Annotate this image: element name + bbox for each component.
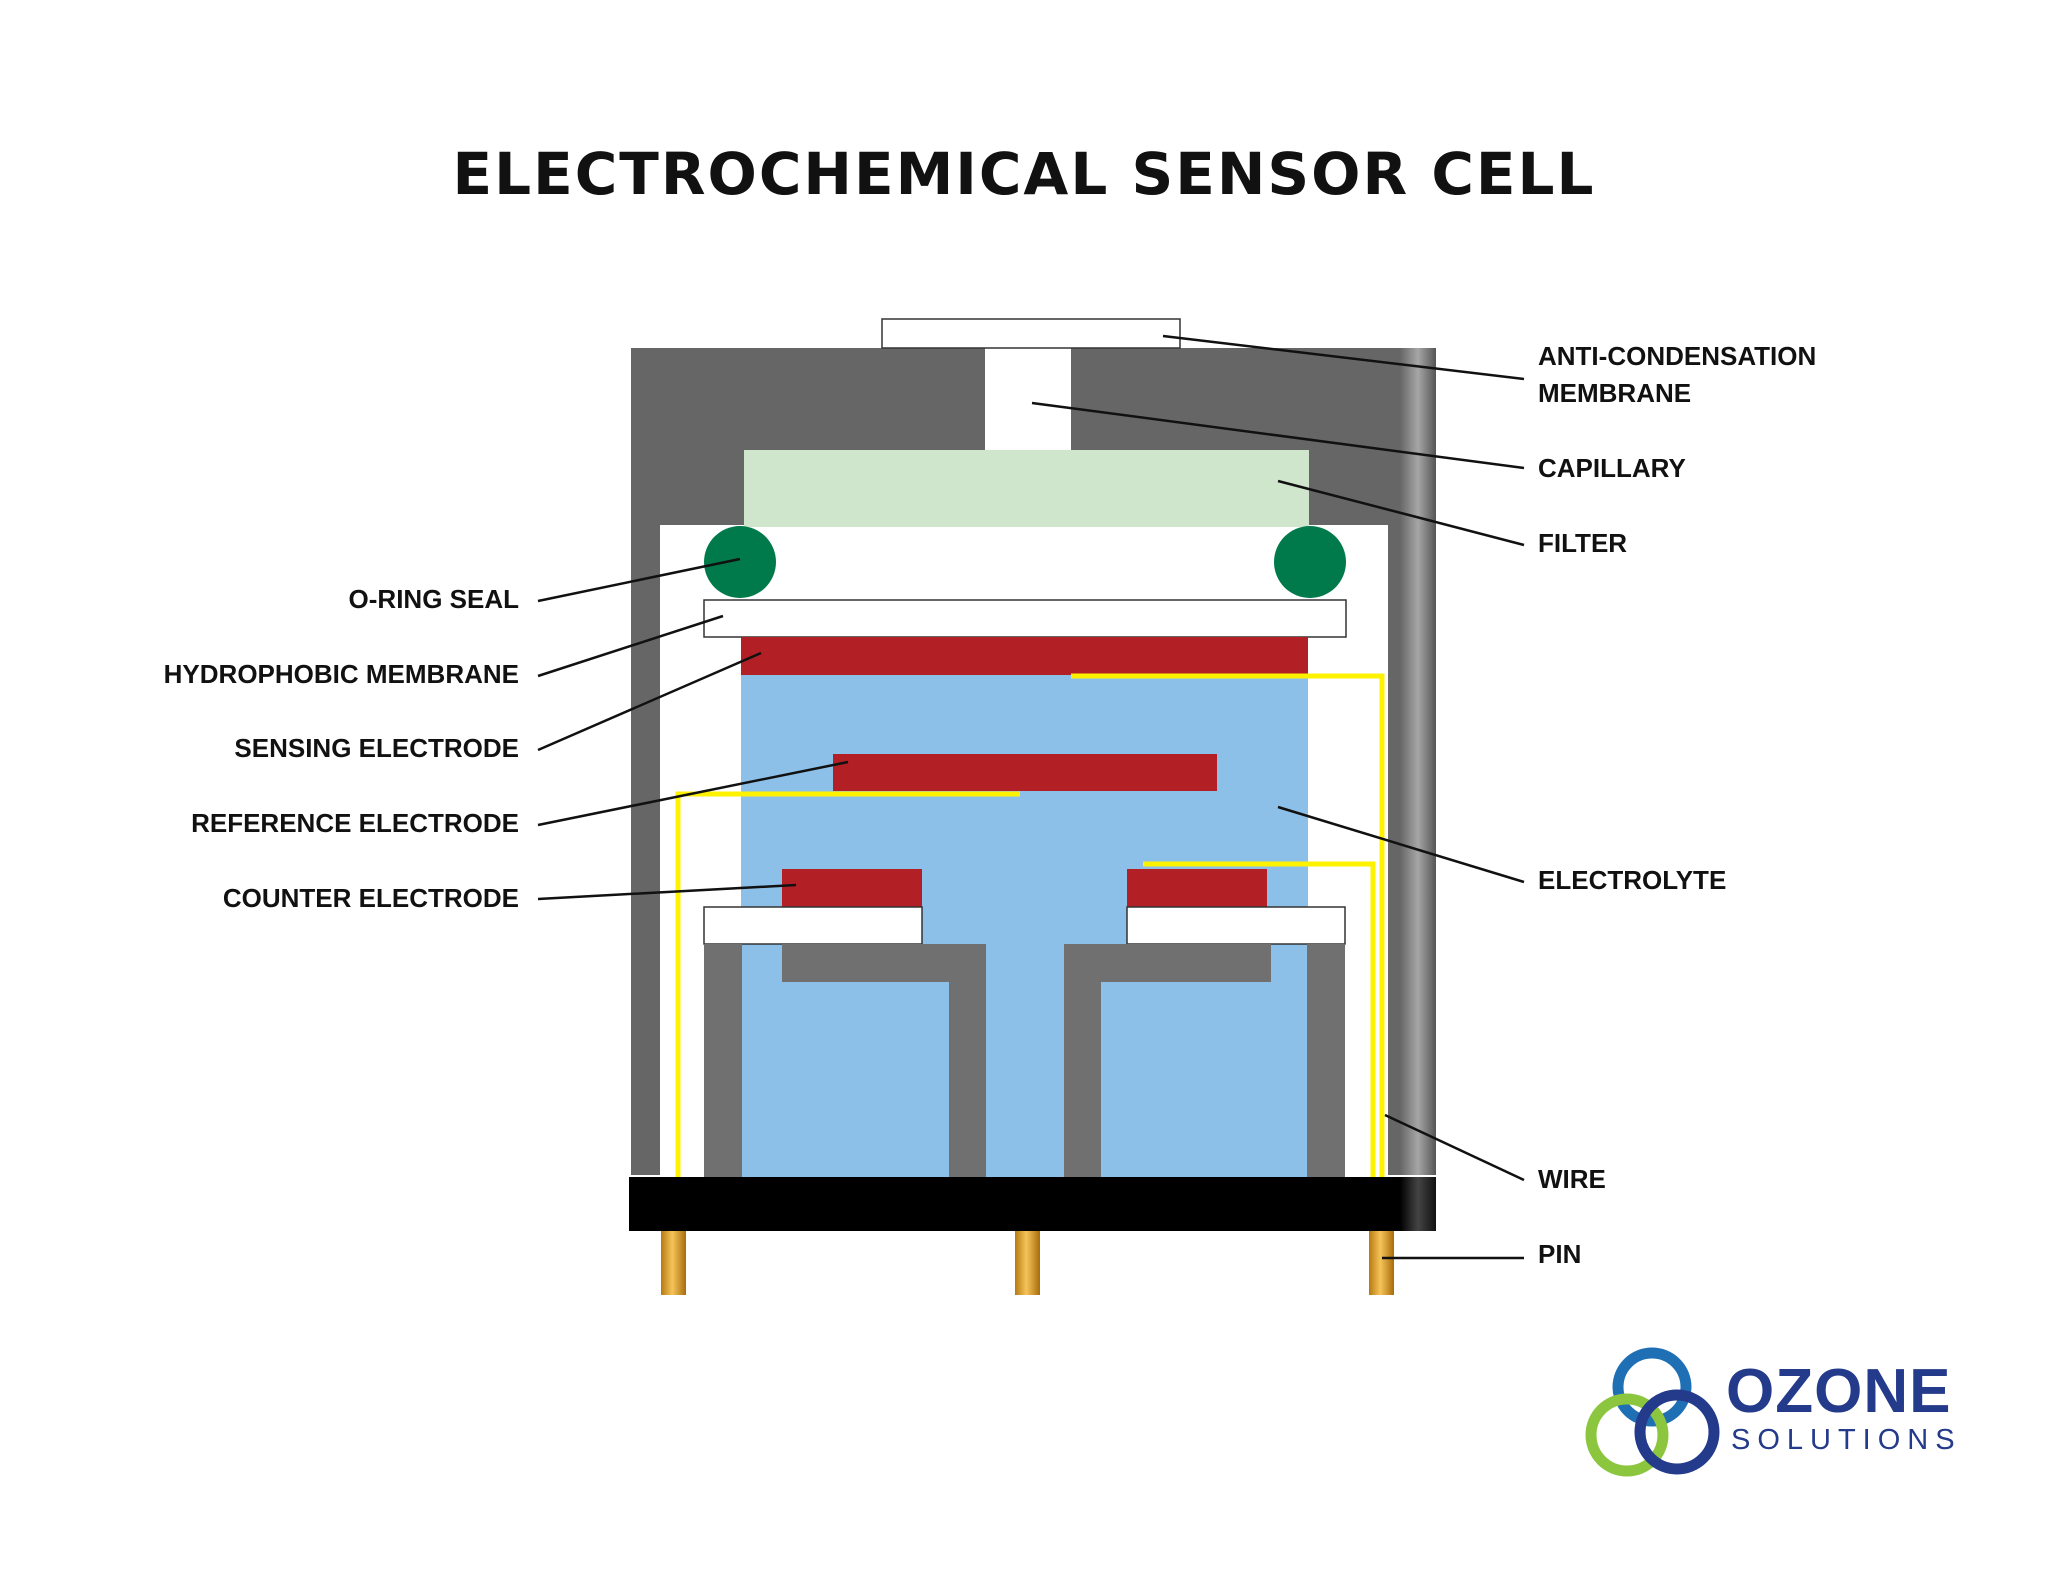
label-anti-condensation-membrane: ANTI-CONDENSATION MEMBRANE xyxy=(1538,338,1816,412)
label-capillary: CAPILLARY xyxy=(1538,453,1686,483)
leader-wire xyxy=(1384,1113,1525,1182)
label-anti-condensation-line2: MEMBRANE xyxy=(1538,378,1692,408)
leader-capillary xyxy=(1031,401,1525,470)
support-plate-right xyxy=(1126,906,1346,945)
frame-right-bracket-leg xyxy=(1064,944,1101,1177)
label-filter: FILTER xyxy=(1538,528,1628,558)
frame-right-outer-leg xyxy=(1307,944,1345,1177)
logo-word-solutions: SOLUTIONS xyxy=(1731,1424,1962,1456)
anti-condensation-membrane xyxy=(881,318,1181,349)
logo-ring-navy xyxy=(1634,1389,1720,1475)
label-anti-condensation-line1: ANTI-CONDENSATION xyxy=(1538,341,1817,371)
label-wire: WIRE xyxy=(1538,1164,1606,1194)
logo-word-ozone: OZONE xyxy=(1726,1357,1952,1426)
frame-left-outer-leg xyxy=(704,944,742,1177)
frame-left-bracket-leg xyxy=(949,944,986,1177)
counter-electrode-left xyxy=(782,869,922,908)
label-pin: PIN xyxy=(1538,1239,1582,1269)
pin-right xyxy=(1369,1231,1394,1295)
logo-ring-blue xyxy=(1612,1347,1692,1427)
diagram-title: ELECTROCHEMICAL SENSOR CELL xyxy=(452,140,1596,208)
label-sensing-electrode: SENSING ELECTRODE xyxy=(234,733,519,763)
pin-middle xyxy=(1015,1231,1040,1295)
leader-anti-condensation xyxy=(1162,334,1525,381)
label-hydrophobic-membrane: HYDROPHOBIC MEMBRANE xyxy=(163,659,519,689)
base-edge-shading xyxy=(1400,1177,1436,1231)
capillary xyxy=(985,348,1071,452)
support-plate-left xyxy=(703,906,923,945)
leader-reference xyxy=(537,760,849,827)
label-reference-electrode: REFERENCE ELECTRODE xyxy=(191,808,519,838)
counter-electrode-right xyxy=(1127,869,1267,908)
wire-reference xyxy=(675,791,1020,1177)
leader-sensing xyxy=(537,651,762,752)
logo-ring-green xyxy=(1585,1393,1669,1477)
label-o-ring-seal: O-RING SEAL xyxy=(348,584,519,614)
reference-electrode xyxy=(833,754,1217,791)
o-ring-left xyxy=(704,526,776,598)
label-counter-electrode: COUNTER ELECTRODE xyxy=(222,883,519,913)
ozone-solutions-logo xyxy=(1585,1347,1720,1477)
o-ring-right xyxy=(1274,526,1346,598)
leader-electrolyte xyxy=(1277,805,1525,884)
leader-counter xyxy=(537,883,797,901)
filter xyxy=(744,450,1309,527)
wire-sensing xyxy=(1071,673,1385,1177)
label-electrolyte: ELECTROLYTE xyxy=(1538,865,1727,895)
leader-o-ring xyxy=(537,557,741,603)
base xyxy=(629,1177,1436,1231)
hydrophobic-membrane xyxy=(703,599,1347,638)
sensing-electrode xyxy=(741,637,1308,675)
leader-filter xyxy=(1277,479,1525,547)
leader-hydrophobic xyxy=(537,614,724,678)
housing-edge-shading xyxy=(1400,348,1436,1175)
wire-counter xyxy=(1143,861,1376,1177)
pin-left xyxy=(661,1231,686,1295)
